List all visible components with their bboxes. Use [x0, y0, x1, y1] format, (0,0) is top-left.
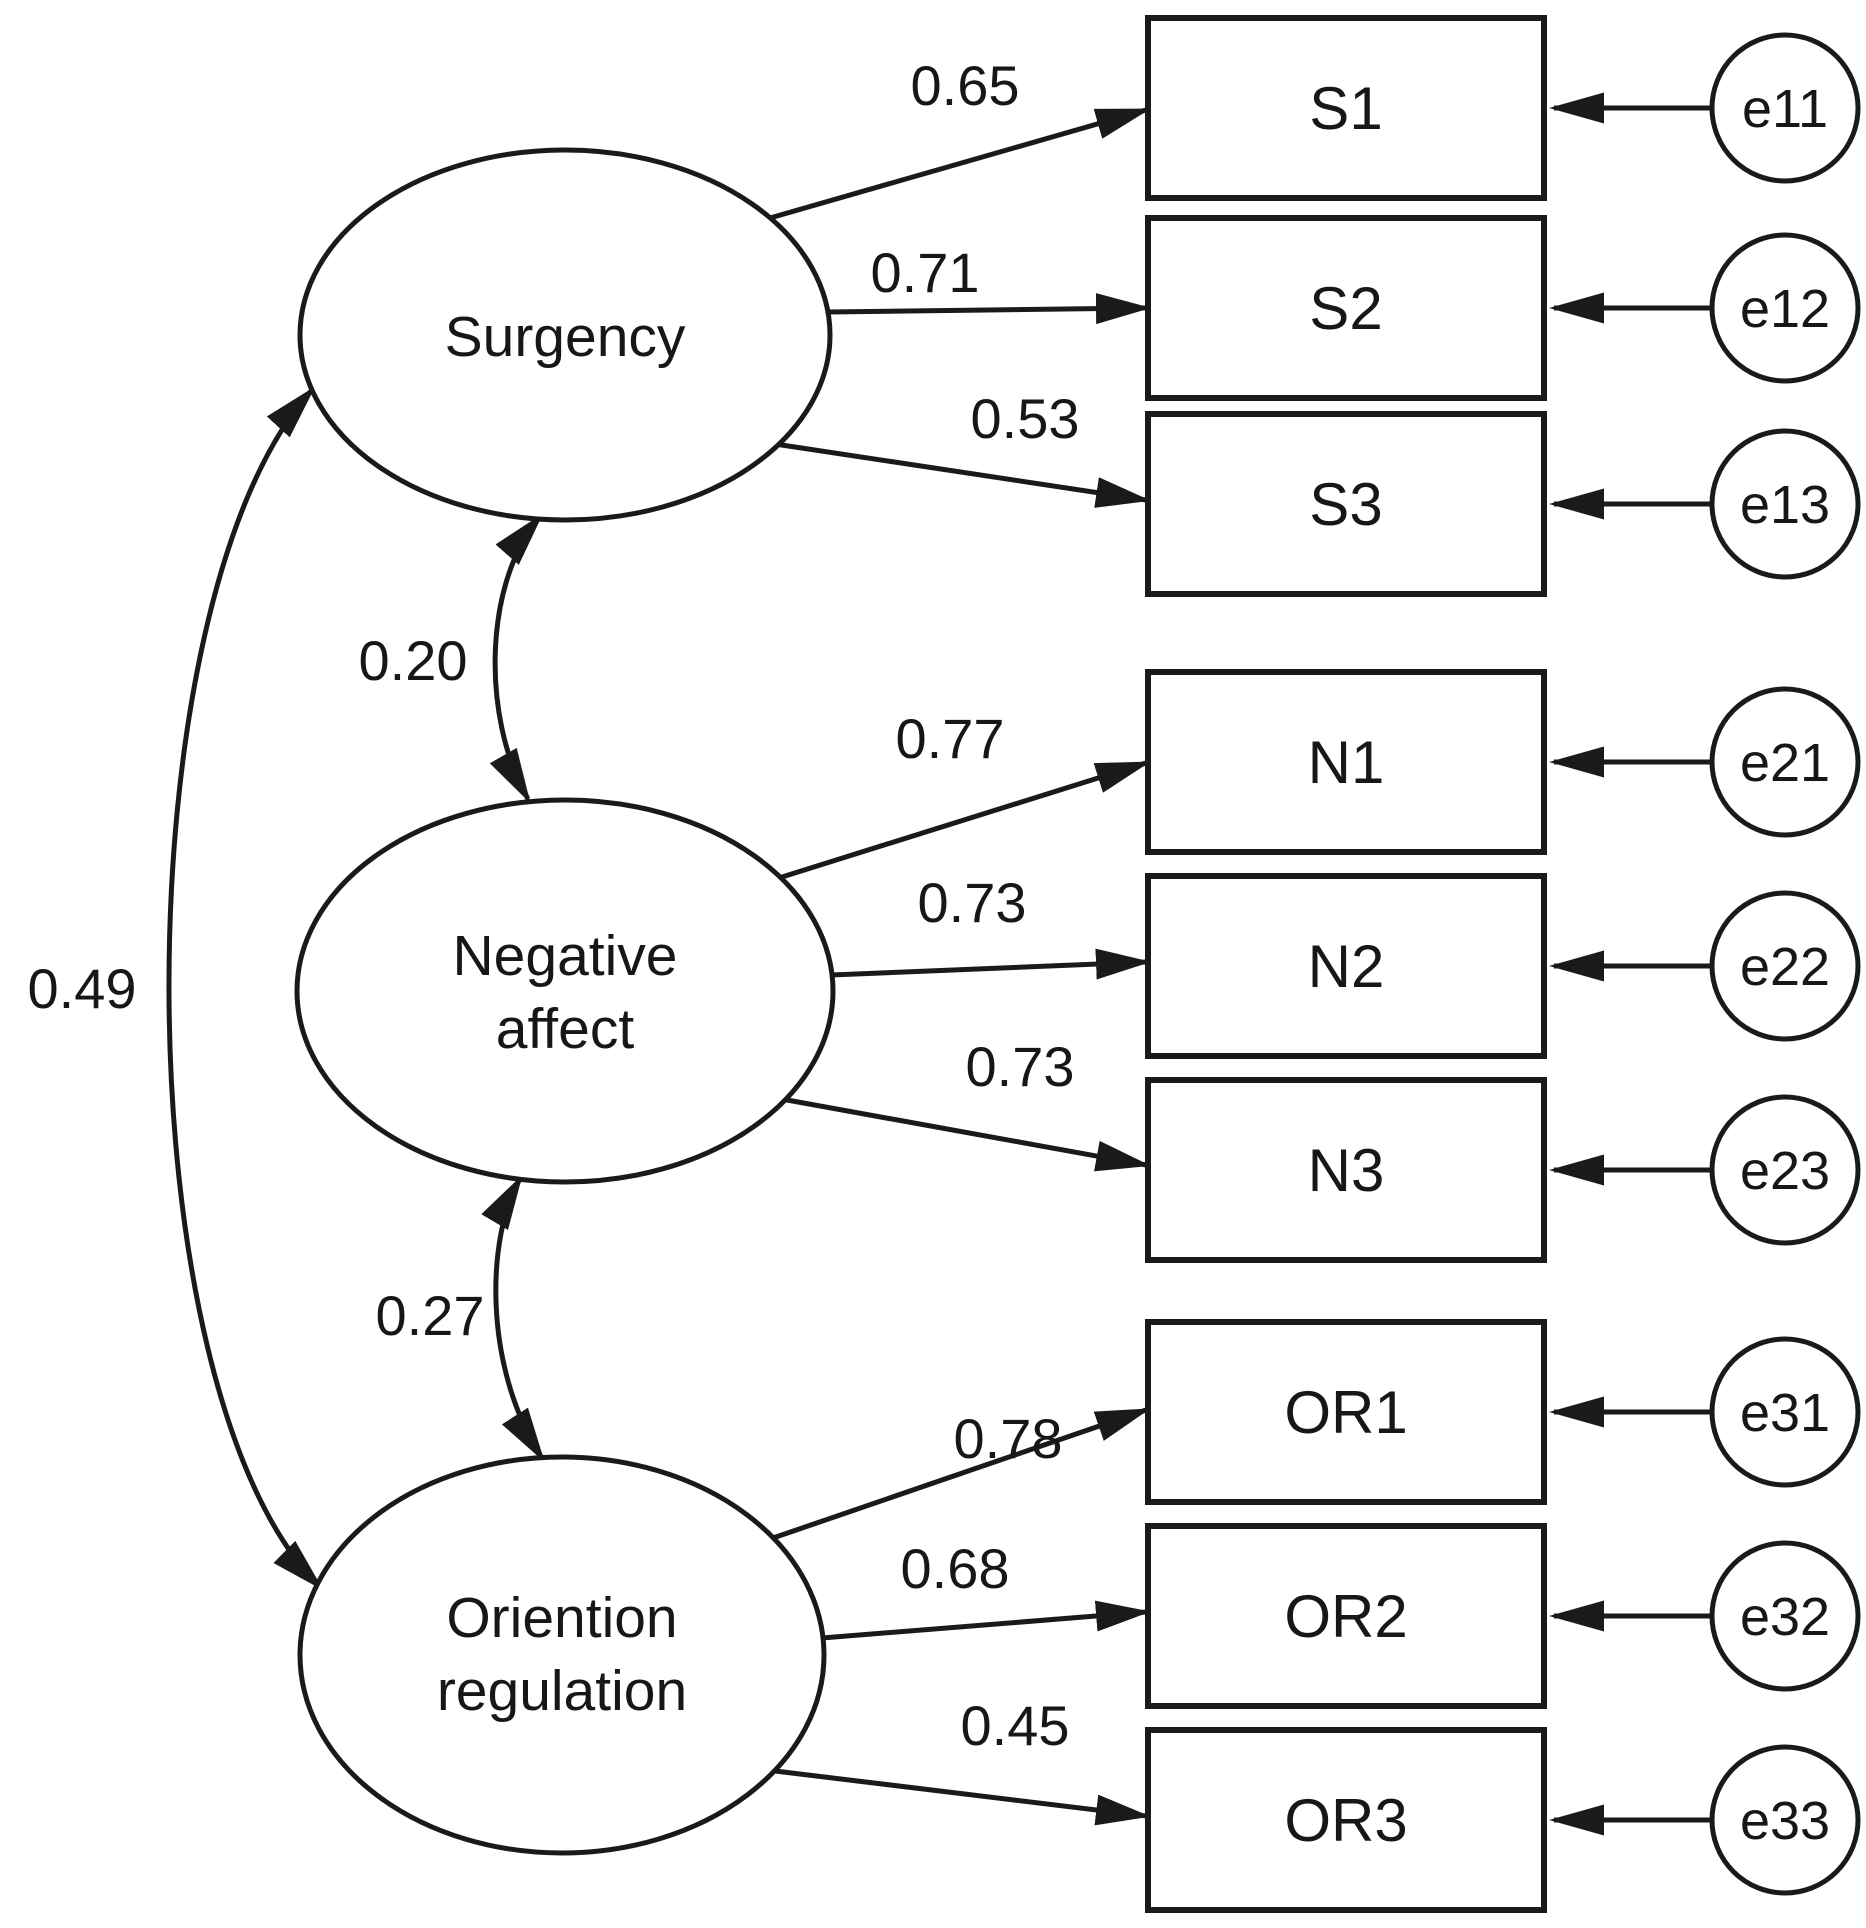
latent-factors: Surgency Negative affect Oriention regul… [294, 147, 836, 1856]
indicator-label-s1: S1 [1309, 75, 1382, 142]
error-circle-e22 [1709, 890, 1861, 1042]
indicator-label-n1: N1 [1308, 729, 1385, 796]
error-label-e21: e21 [1740, 733, 1830, 793]
covariance-value-negative-oriention: 0.27 [376, 1284, 485, 1347]
covariance-value-surgency-negative: 0.20 [359, 629, 468, 692]
indicator-box-or3 [1145, 1727, 1547, 1913]
error-label-e22: e22 [1740, 937, 1830, 997]
loading-value-or1: 0.78 [954, 1407, 1063, 1470]
loading-value-s1: 0.65 [911, 54, 1020, 117]
error-label-e23: e23 [1740, 1141, 1830, 1201]
error-terms: e11 e12 e13 e21 e22 e23 e31 e32 e33 [1709, 32, 1861, 1896]
latent-label-oriention-regulation-line2: regulation [437, 1659, 687, 1723]
error-label-e31: e31 [1740, 1383, 1830, 1443]
indicator-box-n3 [1145, 1077, 1547, 1263]
loading-arrow-s2 [827, 293, 1151, 325]
covariance-arrow-surgency-oriention [166, 386, 324, 1591]
indicator-box-n1 [1145, 669, 1547, 855]
covariance-arrows: 0.20 0.27 0.49 [28, 386, 545, 1591]
loading-arrow-n3 [786, 1097, 1151, 1172]
loading-arrow-or3 [774, 1768, 1151, 1826]
error-label-e33: e33 [1740, 1791, 1830, 1851]
error-circle-e13 [1709, 428, 1861, 580]
error-circle-e33 [1709, 1744, 1861, 1896]
covariance-value-surgency-oriention: 0.49 [28, 957, 137, 1020]
indicator-label-s2: S2 [1309, 275, 1382, 342]
loading-arrow-or1 [772, 1407, 1151, 1541]
loading-value-s3: 0.53 [971, 387, 1080, 450]
loading-value-or3: 0.45 [961, 1694, 1070, 1757]
latent-label-negative-affect-line2: affect [496, 997, 635, 1061]
loading-arrow-n1 [781, 760, 1151, 880]
loading-arrow-or2 [821, 1600, 1151, 1641]
covariance-arrow-surgency-negative [489, 513, 544, 804]
covariance-arrow-negative-oriention [481, 1174, 545, 1463]
indicator-box-s1 [1145, 15, 1547, 201]
loading-value-n2: 0.73 [918, 871, 1027, 934]
error-circle-e11 [1709, 32, 1861, 184]
loading-arrow-s1 [769, 107, 1151, 221]
indicator-label-or3: OR3 [1284, 1787, 1407, 1854]
loading-value-s2: 0.71 [871, 241, 980, 304]
loading-arrows: 0.65 0.71 0.53 0.77 0.73 0.73 0.78 0.68 … [769, 54, 1151, 1826]
loading-arrow-s3 [774, 441, 1151, 508]
latent-ellipse-surgency [297, 147, 833, 523]
indicator-box-s3 [1145, 411, 1547, 597]
indicator-label-n2: N2 [1308, 933, 1385, 1000]
error-label-e11: e11 [1742, 79, 1828, 139]
loading-value-or2: 0.68 [901, 1537, 1010, 1600]
error-label-e32: e32 [1740, 1587, 1830, 1647]
indicator-box-n2 [1145, 873, 1547, 1059]
error-circle-e32 [1709, 1540, 1861, 1692]
indicator-label-n3: N3 [1308, 1137, 1385, 1204]
error-circle-e12 [1709, 232, 1861, 384]
loading-arrow-n2 [830, 948, 1151, 980]
indicator-box-s2 [1145, 215, 1547, 401]
error-arrows [1549, 92, 1710, 1836]
latent-label-negative-affect-line1: Negative [453, 924, 678, 988]
error-circle-e21 [1709, 686, 1861, 838]
indicator-box-or1 [1145, 1319, 1547, 1505]
latent-label-surgency: Surgency [445, 305, 686, 369]
indicator-label-s3: S3 [1309, 471, 1382, 538]
indicator-boxes: S1 S2 S3 N1 N2 N3 OR1 OR2 OR3 [1145, 15, 1547, 1913]
error-circle-e23 [1709, 1094, 1861, 1246]
error-label-e12: e12 [1740, 279, 1830, 339]
indicator-box-or2 [1145, 1523, 1547, 1709]
latent-ellipse-negative-affect [294, 797, 836, 1185]
latent-ellipse-oriention-regulation [297, 1454, 827, 1856]
latent-label-oriention-regulation-line1: Oriention [446, 1586, 677, 1650]
loading-value-n1: 0.77 [896, 707, 1005, 770]
loading-value-n3: 0.73 [966, 1035, 1075, 1098]
error-circle-e31 [1709, 1336, 1861, 1488]
indicator-label-or2: OR2 [1284, 1583, 1407, 1650]
error-label-e13: e13 [1740, 475, 1830, 535]
indicator-label-or1: OR1 [1284, 1379, 1407, 1446]
